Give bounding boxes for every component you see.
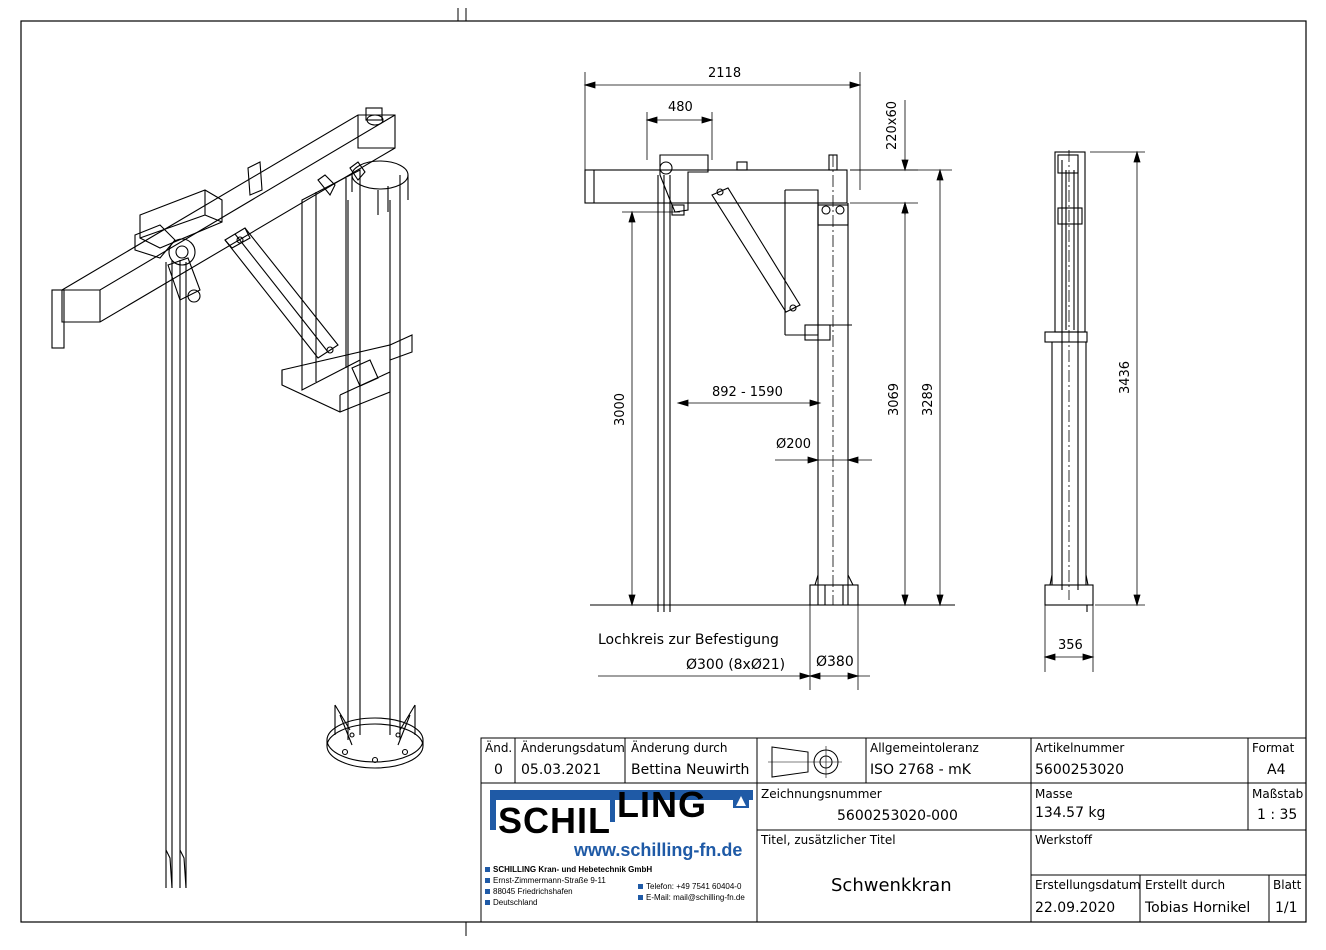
- changed-by-value: Bettina Neuwirth: [631, 762, 750, 778]
- article-header: Artikelnummer: [1035, 741, 1125, 755]
- isometric-view: [51, 107, 424, 889]
- side-view: [1044, 150, 1094, 612]
- company-website: www.schilling-fn.de: [574, 840, 743, 860]
- company-phone: Telefon: +49 7541 60404-0: [638, 882, 741, 891]
- company-email: E-Mail: mail@schilling-fn.de: [638, 893, 745, 902]
- sheet-value: 1/1: [1275, 900, 1298, 916]
- scale-value: 1 : 35: [1257, 807, 1298, 823]
- format-value: A4: [1267, 762, 1286, 778]
- dim-base-diameter: Ø380: [816, 654, 854, 670]
- tolerance-value: ISO 2768 - mK: [870, 762, 971, 778]
- created-date-header: Erstellungsdatum: [1035, 878, 1141, 892]
- dim-side-width: 356: [1058, 638, 1083, 653]
- rev-value: 0: [494, 762, 503, 778]
- scale-header: Maßstab: [1252, 787, 1304, 801]
- bolt-circle-note: Lochkreis zur Befestigung: [598, 632, 779, 648]
- side-view-dimensions: [1043, 150, 1145, 672]
- company-name: SCHILLING Kran- und Hebetechnik GmbH: [485, 865, 652, 874]
- drawing-number-header: Zeichnungsnummer: [761, 787, 882, 801]
- dim-overall-width: 2118: [708, 66, 742, 81]
- drawing-number-value: 5600253020-000: [837, 808, 958, 824]
- dim-height-top: 3289: [921, 382, 937, 417]
- tolerance-header: Allgemeintoleranz: [870, 741, 979, 755]
- company-city: 88045 Friedrichshafen: [485, 887, 573, 896]
- dim-total-height: 3436: [1118, 360, 1134, 395]
- title-header: Titel, zusätzlicher Titel: [761, 833, 896, 847]
- mass-header: Masse: [1035, 787, 1073, 801]
- sheet-header: Blatt: [1273, 878, 1302, 892]
- created-by-value: Tobias Hornikel: [1145, 900, 1251, 916]
- dim-bolt-circle: Ø300 (8xØ21): [686, 657, 786, 673]
- rev-header: Änd.: [485, 741, 513, 755]
- title-block-grid: [480, 737, 1307, 923]
- company-street: Ernst-Zimmermann-Straße 9-11: [485, 876, 606, 885]
- format-header: Format: [1252, 741, 1295, 755]
- material-header: Werkstoff: [1035, 833, 1092, 847]
- created-by-header: Erstellt durch: [1145, 878, 1226, 892]
- dim-column-diameter: Ø200: [776, 437, 812, 452]
- change-date-header: Änderungsdatum: [521, 741, 625, 755]
- dim-hook-height: 3000: [613, 392, 629, 427]
- mass-value: 134.57 kg: [1035, 805, 1106, 821]
- front-view-dimensions: [583, 72, 952, 690]
- dim-height-arm: 3069: [887, 382, 903, 417]
- created-date-value: 22.09.2020: [1035, 900, 1116, 916]
- article-value: 5600253020: [1035, 762, 1125, 778]
- dim-arm-offset: 480: [668, 100, 693, 115]
- logo-text-schil: SCHIL: [498, 800, 611, 841]
- changed-by-header: Änderung durch: [631, 741, 728, 755]
- drawing-title: Schwenkkran: [831, 875, 952, 896]
- logo-text-ling: LING: [617, 784, 707, 825]
- change-date-value: 05.03.2021: [521, 762, 602, 778]
- front-view: [584, 154, 955, 612]
- dim-reach: 892 - 1590: [712, 385, 783, 400]
- company-logo: [490, 790, 753, 830]
- dim-profile: 220x60: [885, 100, 901, 151]
- company-country: Deutschland: [485, 898, 537, 907]
